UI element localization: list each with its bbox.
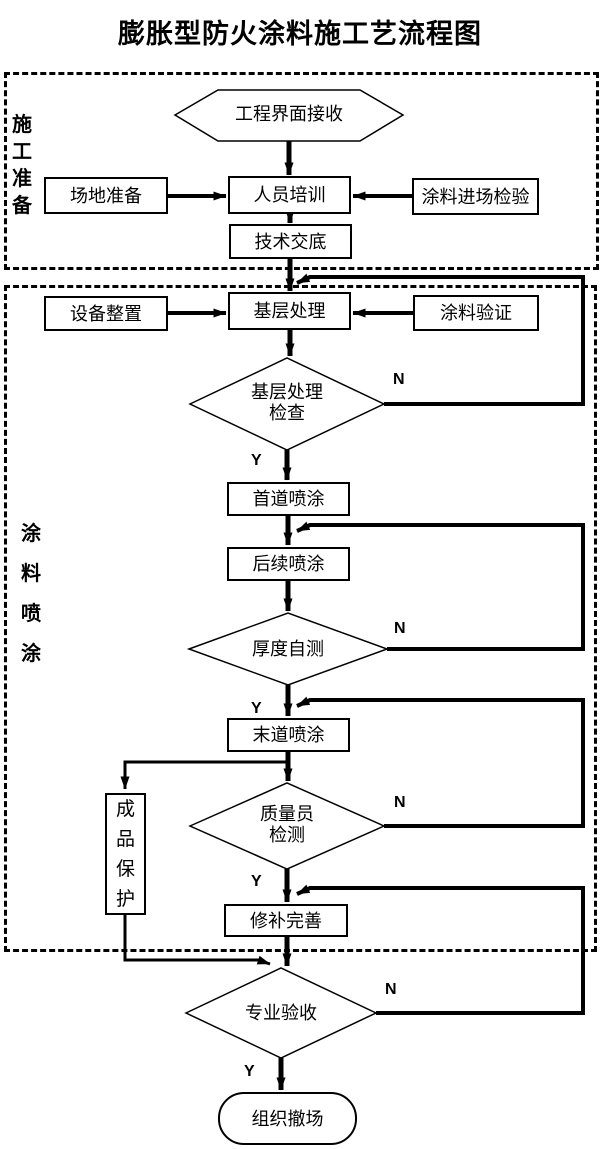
node-repair-improve: 修补完善 [224, 904, 348, 937]
node-thickness-label: 厚度自测 [252, 639, 324, 659]
label-base-check-no: N [393, 371, 405, 388]
loop-thickness-no [296, 521, 585, 651]
node-interface-receive-label: 工程界面接收 [235, 104, 343, 124]
label-qc-no: N [394, 794, 406, 811]
label-thickness-no: N [394, 620, 406, 637]
branch-protection-to-acceptance [123, 915, 271, 966]
label-qc-yes: Y [251, 873, 262, 890]
label-thickness-yes: Y [251, 700, 262, 717]
diamond-base-check-shape [188, 357, 386, 451]
node-coating-entry-inspection: 涂料进场检验 [412, 178, 539, 215]
section-label-spraying: 涂料喷涂 [21, 523, 41, 665]
section-label-preparation: 施工准备 [12, 114, 32, 217]
node-final-spray: 末道喷涂 [227, 718, 350, 752]
node-equipment-setup: 设备整置 [44, 296, 168, 331]
phase-box-spraying [4, 285, 597, 952]
base-check-line2: 检查 [269, 403, 305, 423]
loop-qc-no [296, 696, 585, 828]
qc-line1: 质量员 [260, 804, 314, 824]
label-base-check-yes: Y [251, 452, 262, 469]
label-acceptance-yes: Y [244, 1063, 255, 1080]
node-tech-disclosure: 技术交底 [229, 224, 352, 259]
phase-box-preparation [4, 72, 599, 270]
node-base-treatment: 基层处理 [228, 292, 351, 330]
label-acceptance-no: N [385, 981, 397, 998]
loop-base-check-no [296, 273, 585, 406]
branch-to-protection [120, 760, 288, 790]
node-finished-protection: 成品保护 [105, 793, 146, 915]
hexagon-interface-receive-shape [173, 89, 405, 142]
diamond-thickness-shape [186, 612, 390, 686]
diamond-acceptance-shape [184, 967, 378, 1059]
node-personnel-training: 人员培训 [228, 176, 351, 214]
node-coating-verification: 涂料验证 [413, 295, 539, 331]
node-follow-spray: 后续喷涂 [227, 547, 350, 581]
node-site-prep: 场地准备 [44, 177, 168, 214]
node-first-spray: 首道喷涂 [227, 482, 350, 516]
node-demobilization: 组织撤场 [218, 1092, 357, 1145]
node-qc-label: 质量员 检测 [197, 804, 377, 846]
node-acceptance-label: 专业验收 [245, 1003, 317, 1023]
node-base-check-label: 基层处理 检查 [197, 382, 377, 424]
diamond-qc-shape [188, 782, 386, 870]
qc-line2: 检测 [269, 825, 305, 845]
loop-acceptance-no [296, 884, 585, 1015]
page-title: 膨胀型防火涂料施工艺流程图 [118, 19, 482, 50]
base-check-line1: 基层处理 [251, 382, 323, 402]
